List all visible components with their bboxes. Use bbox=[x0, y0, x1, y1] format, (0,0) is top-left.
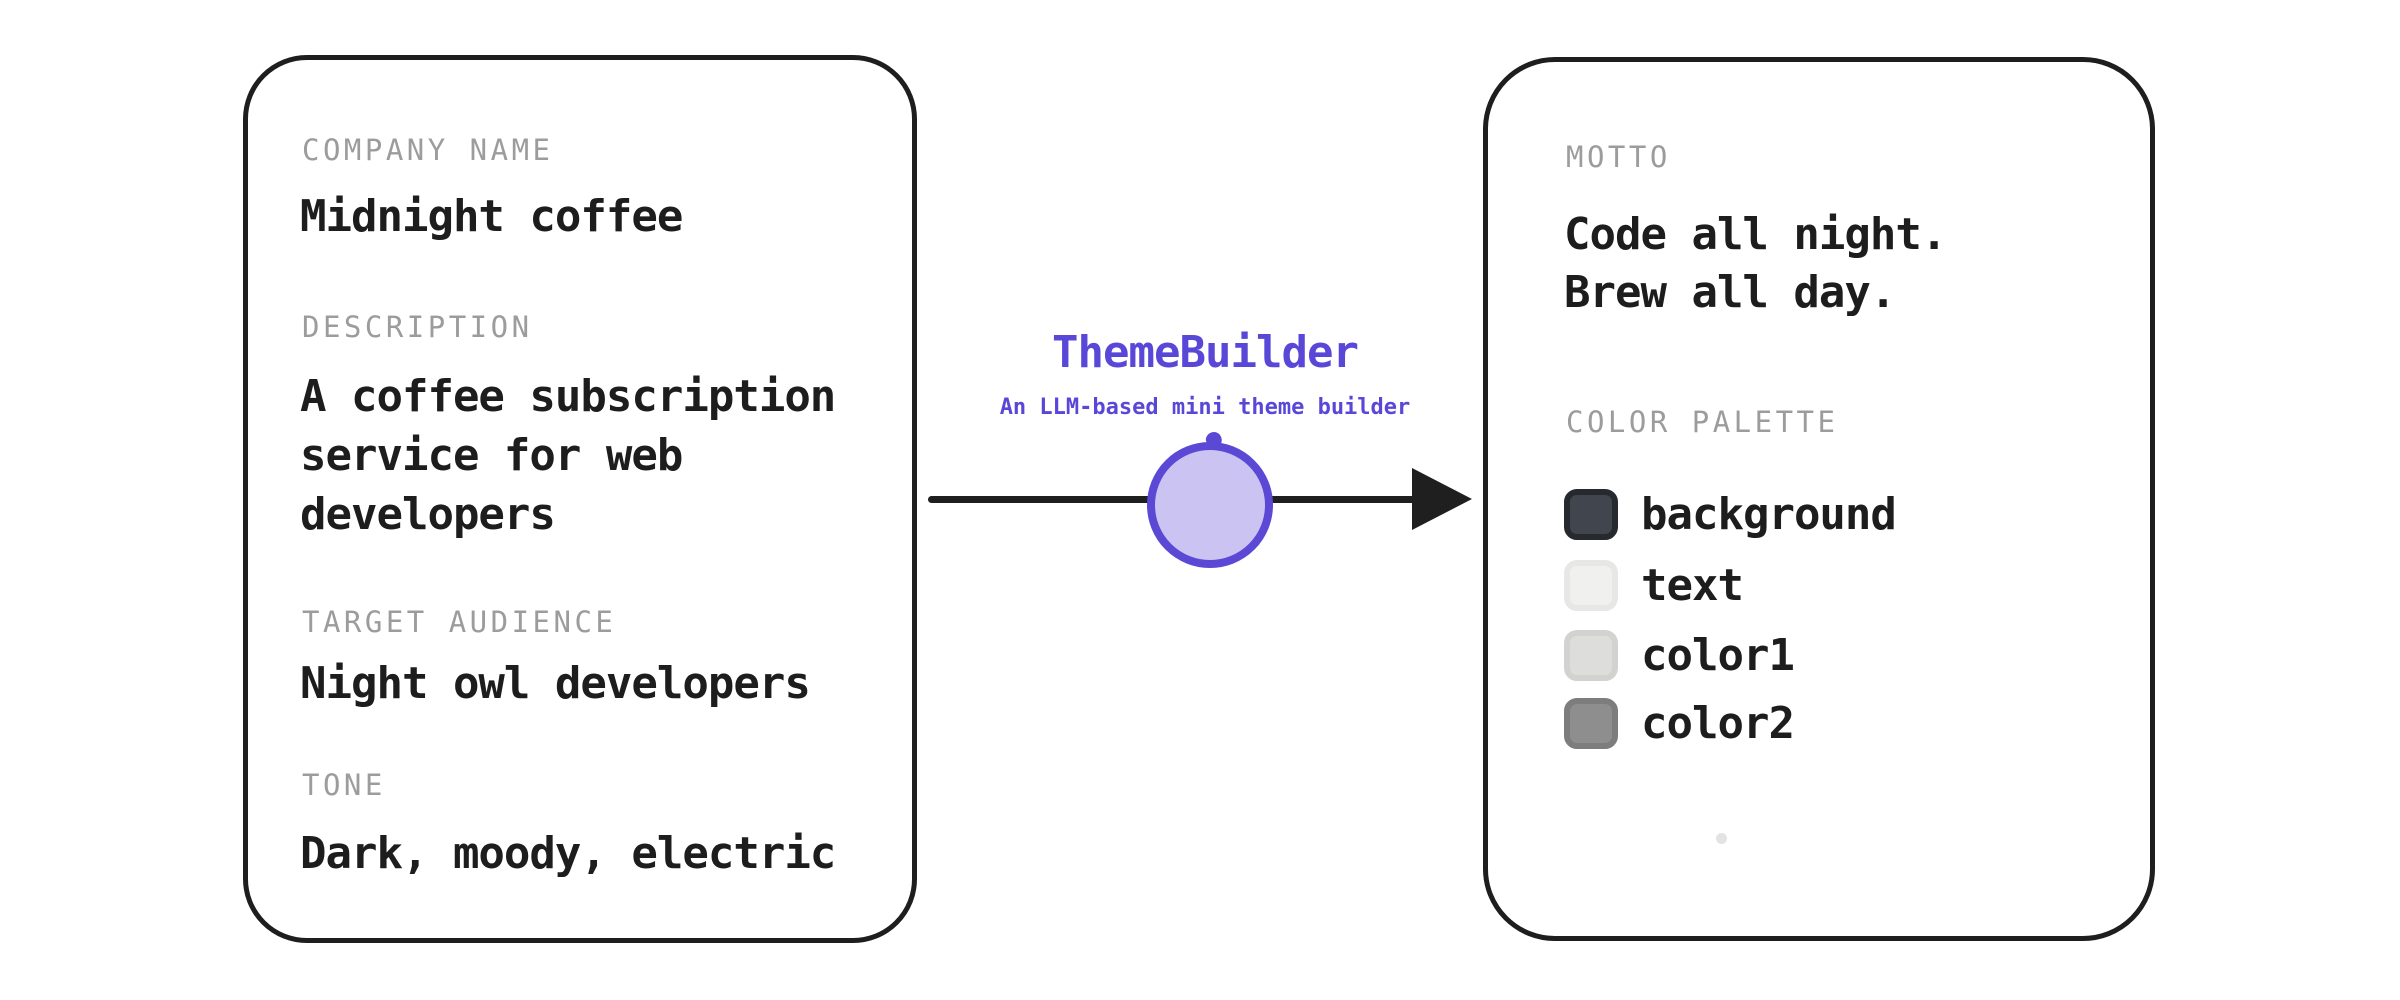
palette-row: text bbox=[1564, 559, 1744, 611]
palette-row: background bbox=[1564, 488, 1897, 540]
color-chip-color1 bbox=[1564, 629, 1618, 681]
color-palette-label: COLOR PALETTE bbox=[1566, 405, 1839, 439]
stray-dot bbox=[1716, 833, 1727, 844]
motto-line: Brew all day. bbox=[1564, 267, 1896, 318]
flow-title: ThemeBuilder bbox=[1052, 327, 1359, 378]
field-label-tone: TONE bbox=[302, 768, 386, 802]
field-value-target-audience: Night owl developers bbox=[300, 658, 811, 709]
motto-label: MOTTO bbox=[1566, 140, 1671, 174]
flow-arrow-head-icon bbox=[1412, 468, 1472, 530]
palette-row: color2 bbox=[1564, 697, 1795, 749]
palette-color-name: background bbox=[1641, 488, 1897, 540]
llm-node-circle bbox=[1147, 442, 1273, 568]
color-chip-background bbox=[1564, 488, 1618, 540]
flow-subtitle: An LLM-based mini theme builder bbox=[999, 395, 1411, 420]
field-value-line: developers bbox=[300, 489, 556, 540]
palette-row: color1 bbox=[1564, 629, 1795, 681]
output-card: MOTTO Code all night. Brew all day. COLO… bbox=[1483, 57, 2155, 941]
field-value-line: service for web bbox=[300, 430, 683, 481]
palette-color-name: text bbox=[1641, 559, 1744, 611]
field-label-target-audience: TARGET AUDIENCE bbox=[302, 605, 617, 639]
palette-color-name: color1 bbox=[1641, 629, 1795, 681]
field-value-line: A coffee subscription bbox=[300, 371, 836, 422]
color-chip-color2 bbox=[1564, 697, 1618, 749]
field-value-company-name: Midnight coffee bbox=[300, 191, 683, 242]
field-label-description: DESCRIPTION bbox=[302, 310, 533, 344]
field-label-company-name: COMPANY NAME bbox=[302, 133, 554, 167]
field-value-description: A coffee subscription service for web de… bbox=[300, 367, 836, 544]
motto-line: Code all night. bbox=[1564, 209, 1947, 260]
motto-value: Code all night. Brew all day. bbox=[1564, 206, 1947, 322]
input-card: COMPANY NAME Midnight coffee DESCRIPTION… bbox=[243, 55, 917, 943]
color-chip-text bbox=[1564, 559, 1618, 611]
field-value-tone: Dark, moody, electric bbox=[300, 828, 836, 879]
palette-color-name: color2 bbox=[1641, 697, 1795, 749]
